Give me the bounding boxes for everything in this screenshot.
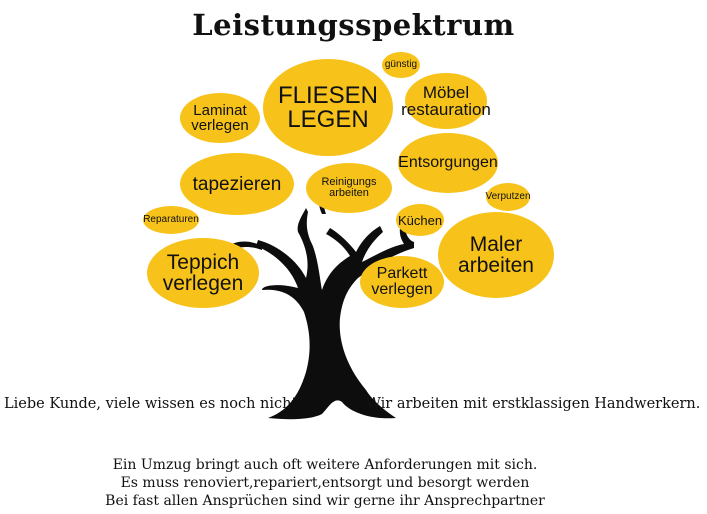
bubble-reparaturen: Reparaturen (143, 206, 199, 234)
page-title: Leistungsspektrum (192, 8, 515, 42)
bubble-label: Maler arbeiten (458, 233, 534, 277)
bubble-kuechen: Küchen (396, 204, 444, 236)
bubble-label: günstig (384, 59, 418, 70)
bubble-fliesen-legen: FLIESEN LEGEN (263, 59, 393, 156)
bubble-laminat-verlegen: Laminat verlegen (180, 93, 260, 143)
left-message: Liebe Kunde, viele wissen es noch nicht. (4, 396, 302, 412)
footer-line: Bei fast allen Ansprüchen sind wir gerne… (105, 493, 545, 509)
bubble-label: Verputzen (485, 191, 531, 202)
bubble-reinigungsarbeiten: Reinigungs arbeiten (306, 163, 392, 213)
bubble-verputzen: Verputzen (485, 183, 531, 211)
footer-line: Ein Umzug bringt auch oft weitere Anford… (112, 457, 538, 473)
bubble-guenstig: günstig (382, 52, 420, 78)
bubble-label: Parkett verlegen (371, 265, 433, 298)
bubble-teppich-verlegen: Teppich verlegen (147, 238, 259, 308)
bubble-label: Teppich verlegen (162, 251, 244, 295)
footer-line: Es muss renoviert,repariert,entsorgt und… (120, 475, 530, 491)
bubble-parkett-verlegen: Parkett verlegen (360, 256, 444, 308)
bubble-label: Reparaturen (143, 214, 199, 225)
bubble-label: tapezieren (192, 173, 282, 195)
bubble-label: Reinigungs arbeiten (321, 176, 377, 199)
bubble-label: Laminat verlegen (191, 102, 249, 134)
bubble-label: Küchen (397, 212, 443, 228)
bubble-moebel-restauration: Möbel restauration (401, 73, 491, 129)
bubble-label: Möbel restauration (401, 83, 491, 119)
bubble-entsorgungen: Entsorgungen (398, 133, 498, 193)
bubble-tapezieren: tapezieren (180, 153, 294, 215)
footer-text: Ein Umzug bringt auch oft weitere Anford… (0, 456, 650, 510)
bubble-malerarbeiten: Maler arbeiten (438, 212, 554, 298)
right-message: Wir arbeiten mit erstklassigen Handwerke… (366, 396, 701, 412)
bubble-label: Entsorgungen (398, 154, 498, 171)
tree-trunk (256, 208, 414, 420)
bubble-label: FLIESEN LEGEN (277, 81, 379, 133)
